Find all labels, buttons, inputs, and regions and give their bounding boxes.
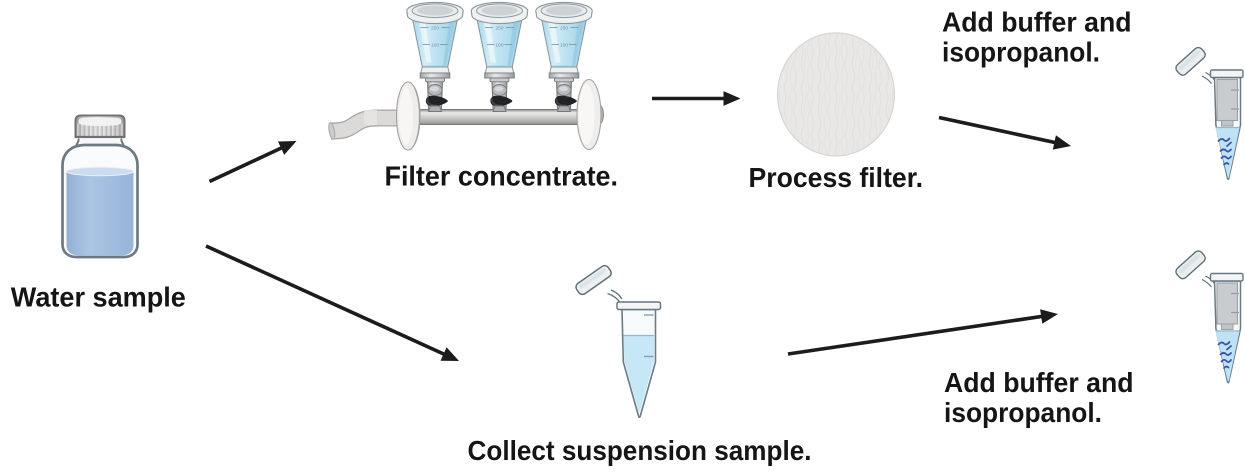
svg-text:250: 250 xyxy=(560,25,568,31)
svg-text:100: 100 xyxy=(431,42,439,48)
svg-text:Water sample: Water sample xyxy=(11,282,186,313)
svg-text:isopropanol.: isopropanol. xyxy=(942,37,1100,68)
svg-text:Filter concentrate.: Filter concentrate. xyxy=(385,161,619,192)
svg-text:Collect suspension sample.: Collect suspension sample. xyxy=(468,435,812,466)
svg-text:100: 100 xyxy=(495,42,503,48)
svg-text:isopropanol.: isopropanol. xyxy=(944,397,1102,428)
svg-text:250: 250 xyxy=(495,25,503,31)
svg-text:100: 100 xyxy=(560,42,568,48)
svg-text:250: 250 xyxy=(431,25,439,31)
svg-text:Add buffer and: Add buffer and xyxy=(944,367,1134,398)
svg-text:Process filter.: Process filter. xyxy=(749,162,924,193)
svg-text:Add buffer and: Add buffer and xyxy=(942,7,1132,38)
